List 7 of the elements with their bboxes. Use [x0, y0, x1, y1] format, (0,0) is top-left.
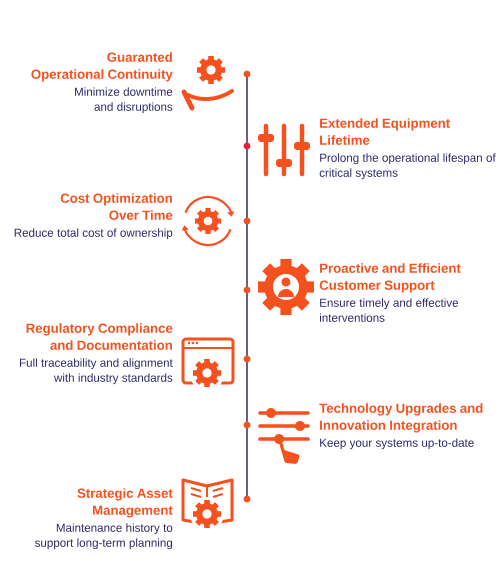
timeline-item: Proactive and Efficient Customer Support Ensure timely and effective interventions: [320, 263, 461, 322]
timeline-item: Regulatory Compliance and Documentation Full traceability and alignment with industry standards: [20, 323, 173, 384]
timeline-item: Cost Optimization Over Time Reduce total cost of ownership: [14, 193, 172, 240]
timeline-item: Technology Upgrades and Innovation Integration Keep your systems up-to-date: [319, 403, 482, 450]
timeline-item: Extended Equipment Lifetime Prolong the operational lifespan of critical systems: [320, 118, 496, 180]
timeline-item: Strategic Asset Management Maintenance history to support long-term planning: [34, 488, 173, 550]
timeline-item: Guaranted Operational Continuity Minimize downtime and disruptions: [31, 52, 173, 114]
